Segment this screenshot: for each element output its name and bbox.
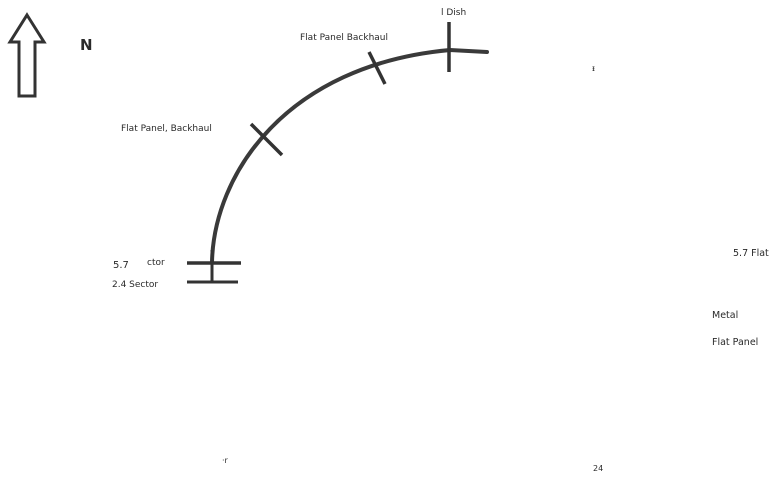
north-arrow-icon [7, 12, 47, 98]
dish-label: l Dish [441, 8, 466, 18]
mark-bottom-left: ·r [222, 456, 229, 465]
north-label: N [80, 36, 93, 54]
left-sector-label-a: ctor [147, 258, 165, 268]
flat-panel-backhaul-mid-label: Flat Panel, Backhaul [121, 124, 212, 134]
mark-bottom-right: 24 [593, 464, 603, 473]
flat-panel-backhaul-mid-tick [249, 122, 284, 157]
right-5-7-flat-label: 5.7 Flat [733, 248, 769, 259]
right-flat-panel-label: Flat Panel [712, 337, 758, 348]
mark-top: ᵻ [592, 64, 595, 73]
left-sector-label-b: 2.4 Sector [112, 280, 158, 290]
flat-panel-backhaul-top-label: Flat Panel Backhaul [300, 33, 388, 43]
mount-arc [210, 47, 489, 264]
right-metal-label: Metal [712, 310, 738, 321]
left-5-7-label: 5.7 [113, 260, 129, 271]
flat-panel-backhaul-top-tick [367, 51, 387, 85]
